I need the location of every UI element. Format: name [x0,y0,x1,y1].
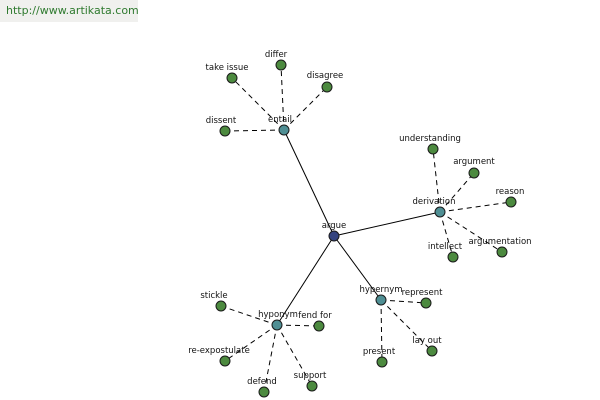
label-dissent: dissent [206,116,237,126]
label-take-issue: take issue [206,63,249,73]
label-present: present [363,347,396,357]
label-hypernym: hypernym [359,285,402,295]
edge-entail-disagree [283,86,328,131]
edge-entail-dissent [224,129,285,132]
edge-hypernym-lay-out [380,299,433,352]
node-argument[interactable] [468,167,480,179]
nodes-layer [215,59,517,398]
node-hypernym[interactable] [375,294,387,306]
site-url-banner[interactable]: http://www.artikata.com [0,0,139,22]
label-lay-out: lay out [412,336,442,346]
label-differ: differ [265,50,288,60]
edge-hyponym-fend-for [276,324,320,327]
label-entail: entail [268,115,292,125]
label-stickle: stickle [200,291,227,301]
node-dissent[interactable] [219,125,231,137]
node-intellect[interactable] [447,251,459,263]
edge-argue-entail [283,129,335,237]
node-fend-for[interactable] [313,320,325,332]
node-disagree[interactable] [321,81,333,93]
node-argue[interactable] [328,230,340,242]
node-lay-out[interactable] [426,345,438,357]
site-url-link[interactable]: http://www.artikata.com [6,4,139,17]
edge-hyponym-support [276,324,313,387]
edge-derivation-reason [439,201,512,213]
edge-entail-take-issue [231,77,285,131]
label-hyponym: hyponym [258,310,298,320]
labels-layer: argue entail derivation hypernym hyponym… [188,50,531,387]
label-argue: argue [322,221,347,231]
node-take-issue[interactable] [226,72,238,84]
edge-argue-derivation [333,211,441,237]
edge-argue-hyponym [276,235,335,326]
label-disagree: disagree [307,71,344,81]
edge-entail-differ [280,64,285,131]
label-reason: reason [496,187,525,197]
label-defend: defend [247,377,277,387]
label-derivation: derivation [412,197,455,207]
node-derivation[interactable] [434,206,446,218]
node-reason[interactable] [505,196,517,208]
label-re-expostulate: re-expostulate [188,346,250,356]
node-re-expostulate[interactable] [219,355,231,367]
edges-layer [220,64,512,393]
node-hyponym[interactable] [271,319,283,331]
label-argumentation: argumentation [468,237,531,247]
node-stickle[interactable] [215,300,227,312]
label-argument: argument [453,157,495,167]
edge-hyponym-stickle [220,305,278,326]
node-differ[interactable] [275,59,287,71]
edge-hypernym-represent [380,299,427,304]
edge-derivation-understanding [432,148,441,213]
node-argumentation[interactable] [496,246,508,258]
edge-hypernym-present [380,299,383,363]
node-present[interactable] [376,356,388,368]
edge-argue-hypernym [333,235,382,301]
label-understanding: understanding [399,134,461,144]
edge-derivation-argumentation [439,211,503,253]
edge-hyponym-defend [263,324,278,393]
edge-derivation-intellect [439,211,454,258]
label-intellect: intellect [428,242,463,252]
edge-hyponym-re-expostulate [224,324,278,362]
label-support: support [294,371,327,381]
node-understanding[interactable] [427,143,439,155]
node-defend[interactable] [258,386,270,398]
node-entail[interactable] [278,124,290,136]
node-support[interactable] [306,380,318,392]
label-fend-for: fend for [298,311,332,321]
label-represent: represent [402,288,444,298]
node-represent[interactable] [420,297,432,309]
